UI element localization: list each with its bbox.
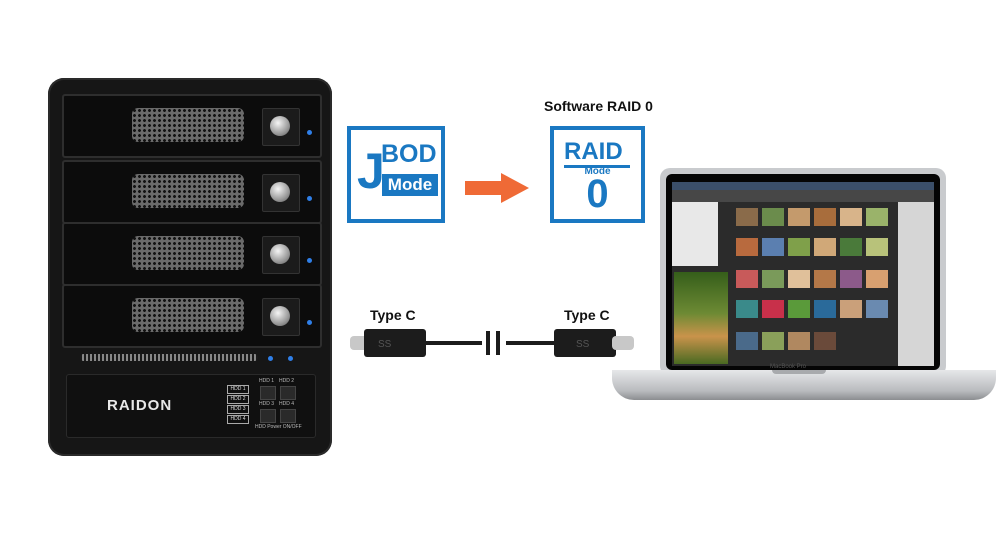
raid-divider — [564, 165, 630, 168]
drive-bay-4[interactable] — [62, 284, 322, 348]
bay-led — [307, 196, 312, 201]
usb-c-cable-icon: SS SS — [350, 329, 634, 357]
bay-grill — [132, 174, 244, 208]
status-led — [268, 356, 273, 361]
thumbnail[interactable] — [814, 332, 836, 350]
hdd-power-button[interactable] — [260, 409, 276, 423]
jbod-mode-label: Mode — [382, 174, 438, 196]
hdd-indicator: HDD 2 — [227, 395, 249, 404]
thumbnail[interactable] — [736, 332, 758, 350]
bay-lock[interactable] — [262, 236, 300, 274]
thumbnail[interactable] — [762, 300, 784, 318]
jbod-j-letter: J — [357, 143, 385, 199]
hdd-indicator: HDD 1 — [227, 385, 249, 394]
hdd-indicator: HDD 4 — [227, 415, 249, 424]
preview-photo — [674, 272, 728, 364]
window-titlebar — [672, 182, 934, 190]
thumbnail[interactable] — [736, 300, 758, 318]
raid-mode-label: Mode — [584, 166, 611, 177]
hdd-button-label: HDD 1 — [259, 378, 275, 384]
thumbnail[interactable] — [762, 238, 784, 256]
software-raid-caption: Software RAID 0 — [544, 98, 653, 114]
folder-tree — [672, 202, 718, 266]
thumbnail[interactable] — [814, 300, 836, 318]
hdd-indicator: HDD 3 — [227, 405, 249, 414]
drive-bay-3[interactable] — [62, 222, 322, 286]
thumbnail[interactable] — [814, 238, 836, 256]
power-label: HDD Power ON/OFF — [255, 424, 302, 430]
thumbnail[interactable] — [788, 332, 810, 350]
bay-led — [307, 130, 312, 135]
thumbnail[interactable] — [762, 332, 784, 350]
bay-grill — [132, 236, 244, 270]
lock-knob-icon — [270, 182, 290, 202]
drive-bay-2[interactable] — [62, 160, 322, 224]
thumbnail[interactable] — [866, 238, 888, 256]
thumbnail[interactable] — [736, 238, 758, 256]
hdd-power-button[interactable] — [260, 386, 276, 400]
lock-knob-icon — [270, 244, 290, 264]
raid-enclosure: RAIDON HDD 1 HDD 2 HDD 3 HDD 4 HDD 1 HDD… — [48, 78, 332, 456]
bay-led — [307, 258, 312, 263]
drive-bay-1[interactable] — [62, 94, 322, 158]
lock-knob-icon — [270, 116, 290, 136]
hdd-power-button[interactable] — [280, 409, 296, 423]
thumbnail[interactable] — [840, 270, 862, 288]
hdd-button-label: HDD 2 — [279, 378, 295, 384]
window-toolbar — [672, 190, 934, 202]
thumbnail[interactable] — [840, 238, 862, 256]
raid-level: 0 — [586, 172, 609, 216]
bay-led — [307, 320, 312, 325]
bay-grill — [132, 108, 244, 142]
thumbnail[interactable] — [788, 300, 810, 318]
front-vent — [80, 354, 258, 361]
type-c-label-left: Type C — [370, 307, 416, 323]
hdd-button-label: HDD 4 — [279, 401, 295, 407]
laptop-brand: MacBook Pro — [770, 364, 807, 370]
ss-logo-icon: SS — [378, 339, 392, 350]
properties-panel — [898, 202, 934, 366]
bay-lock[interactable] — [262, 298, 300, 336]
thumbnail[interactable] — [814, 270, 836, 288]
thumbnail[interactable] — [866, 300, 888, 318]
bay-lock[interactable] — [262, 108, 300, 146]
bay-lock[interactable] — [262, 174, 300, 212]
brand-logo: RAIDON — [107, 397, 173, 414]
thumbnail[interactable] — [814, 208, 836, 226]
hdd-button-label: HDD 3 — [259, 401, 275, 407]
thumbnail[interactable] — [866, 208, 888, 226]
thumbnail[interactable] — [788, 270, 810, 288]
thumbnail[interactable] — [736, 208, 758, 226]
lock-knob-icon — [270, 306, 290, 326]
laptop-notch — [772, 370, 826, 374]
hdd-power-button[interactable] — [280, 386, 296, 400]
thumbnail[interactable] — [736, 270, 758, 288]
raid-title: RAID — [564, 138, 623, 165]
thumbnail[interactable] — [762, 270, 784, 288]
thumbnail[interactable] — [788, 208, 810, 226]
thumbnail[interactable] — [866, 270, 888, 288]
type-c-label-right: Type C — [564, 307, 610, 323]
jbod-bod-text: BOD — [381, 140, 437, 168]
laptop-screen[interactable] — [672, 182, 934, 366]
thumbnail[interactable] — [840, 300, 862, 318]
thumbnail[interactable] — [788, 238, 810, 256]
laptop-base — [612, 370, 996, 400]
ss-logo-icon: SS — [576, 339, 590, 350]
thumbnail[interactable] — [840, 208, 862, 226]
arrow-right-icon — [465, 173, 529, 203]
laptop-bezel — [666, 174, 940, 370]
laptop-lid — [660, 168, 946, 376]
control-panel: RAIDON HDD 1 HDD 2 HDD 3 HDD 4 HDD 1 HDD… — [66, 374, 316, 438]
status-led — [288, 356, 293, 361]
raid0-mode-badge: RAID Mode 0 — [550, 126, 645, 223]
bay-grill — [132, 298, 244, 332]
jbod-mode-badge: J BOD Mode — [347, 126, 445, 223]
thumbnail[interactable] — [762, 208, 784, 226]
